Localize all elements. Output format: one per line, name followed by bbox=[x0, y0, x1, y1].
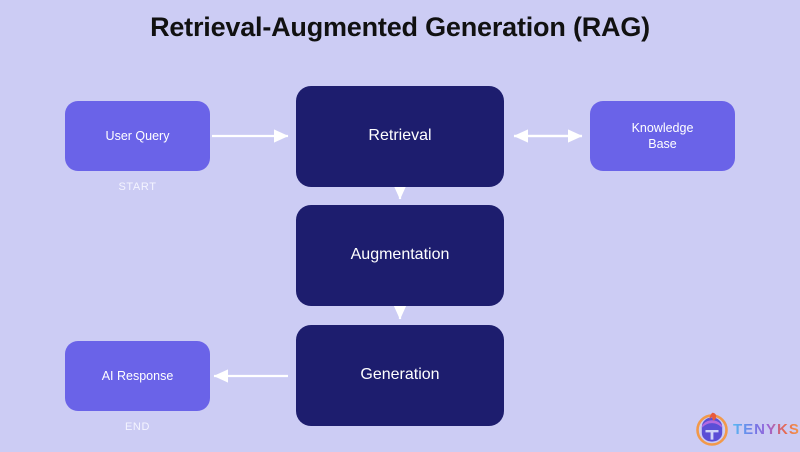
node-retrieval-label: Retrieval bbox=[368, 127, 432, 145]
node-user-query-label: User Query bbox=[105, 129, 170, 143]
node-generation-label: Generation bbox=[360, 366, 440, 384]
label-end: END bbox=[124, 421, 151, 433]
node-augmentation[interactable]: Augmentation bbox=[296, 205, 504, 306]
node-augmentation-label: Augmentation bbox=[350, 246, 450, 264]
brand-logo: TENYKS bbox=[694, 409, 800, 449]
node-knowledge-base-label: Knowledge Base bbox=[631, 121, 694, 151]
page-title: Retrieval-Augmented Generation (RAG) bbox=[150, 12, 650, 42]
node-knowledge-base[interactable]: Knowledge Base bbox=[590, 101, 735, 171]
tenyks-helmet-icon bbox=[694, 411, 730, 447]
node-ai-response[interactable]: AI Response bbox=[65, 341, 210, 411]
node-user-query[interactable]: User Query bbox=[65, 101, 210, 171]
node-retrieval[interactable]: Retrieval bbox=[296, 86, 504, 187]
node-generation[interactable]: Generation bbox=[296, 325, 504, 426]
node-ai-response-label: AI Response bbox=[101, 369, 174, 383]
brand-wordmark: TENYKS bbox=[733, 420, 800, 438]
label-start: START bbox=[118, 181, 157, 193]
